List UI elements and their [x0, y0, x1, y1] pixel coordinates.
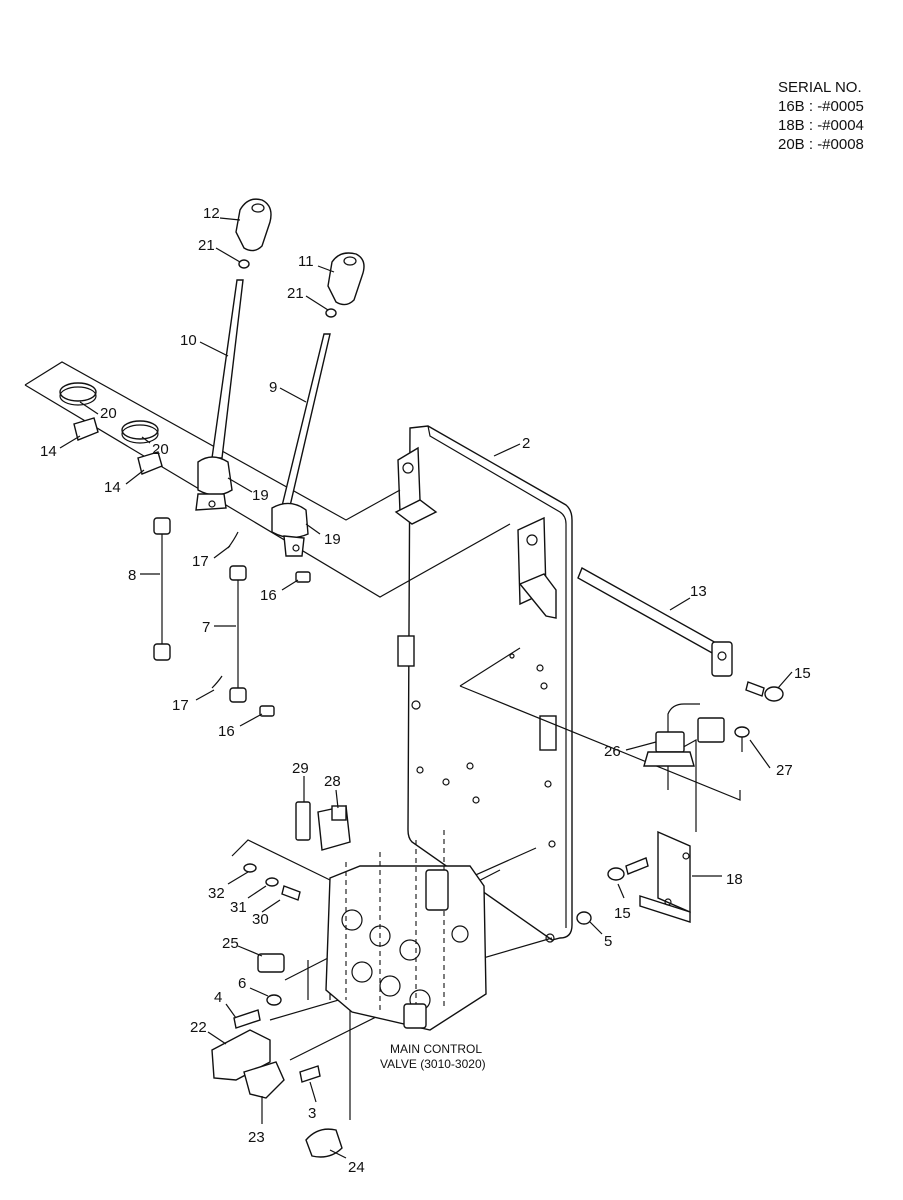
pin-17 — [211, 531, 239, 689]
callout-17: 17 — [172, 697, 189, 714]
lever-knob-11 — [327, 252, 365, 306]
bolt-15-lower — [607, 857, 649, 881]
serial-heading: SERIAL NO. — [778, 79, 862, 96]
callout-4: 4 — [214, 989, 222, 1006]
bolt-16 — [259, 571, 311, 717]
main-control-valve — [325, 830, 487, 1031]
shaft-13 — [577, 567, 733, 677]
callout-numbers: 12 21 11 21 10 9 20 20 14 14 19 19 2 17 … — [40, 205, 811, 1176]
valve-label-line2: VALVE (3010-3020) — [380, 1057, 486, 1071]
callout-25: 25 — [222, 935, 239, 952]
valve-label-line1: MAIN CONTROL — [390, 1042, 482, 1056]
switch-26 — [643, 703, 725, 790]
fittings-22-25 — [211, 953, 343, 1158]
callout-26: 26 — [604, 743, 621, 760]
callout-23: 23 — [248, 1129, 265, 1146]
cap-20 — [59, 382, 159, 444]
serial-number-block: SERIAL NO. 16B : -#0005 18B : -#0004 20B… — [778, 78, 864, 154]
callout-7: 7 — [202, 619, 210, 636]
callout-2: 2 — [522, 435, 530, 452]
callout-29: 29 — [292, 760, 309, 777]
callout-19: 19 — [252, 487, 269, 504]
serial-line-18b: 18B : -#0004 — [778, 117, 864, 134]
callout-14: 14 — [104, 479, 121, 496]
callout-3: 3 — [308, 1105, 316, 1122]
callout-17: 17 — [192, 553, 209, 570]
callout-32: 32 — [208, 885, 225, 902]
callout-19: 19 — [324, 531, 341, 548]
callout-6: 6 — [238, 975, 246, 992]
callout-21: 21 — [287, 285, 304, 302]
callout-16: 16 — [260, 587, 277, 604]
serial-line-20b: 20B : -#0008 — [778, 136, 864, 153]
callout-9: 9 — [269, 379, 277, 396]
callout-11: 11 — [298, 253, 314, 270]
serial-line-16b: 16B : -#0005 — [778, 98, 864, 115]
callout-15: 15 — [794, 665, 811, 682]
lever-10 — [195, 279, 244, 511]
bushing-14 — [73, 417, 163, 475]
callout-18: 18 — [726, 871, 743, 888]
callout-leaders — [59, 217, 793, 1159]
rod-7 — [229, 565, 247, 703]
callout-27: 27 — [776, 762, 793, 779]
bracket-18 — [639, 830, 691, 923]
callout-28: 28 — [324, 773, 341, 790]
callout-14: 14 — [40, 443, 57, 460]
mounting-plate — [394, 425, 573, 943]
bracket-28-29 — [295, 801, 351, 851]
nut-21 — [238, 259, 337, 318]
lever-9 — [271, 333, 331, 557]
callout-22: 22 — [190, 1019, 207, 1036]
callout-31: 31 — [230, 899, 247, 916]
callout-13: 13 — [690, 583, 707, 600]
rod-8 — [153, 517, 171, 661]
callout-5: 5 — [604, 933, 612, 950]
callout-21: 21 — [198, 237, 215, 254]
callout-12: 12 — [203, 205, 220, 222]
nut-5 — [576, 911, 592, 925]
callout-20: 20 — [100, 405, 117, 422]
callout-20: 20 — [152, 441, 169, 458]
lever-knob-12 — [235, 198, 272, 252]
callout-24: 24 — [348, 1159, 365, 1176]
callout-30: 30 — [252, 911, 269, 928]
callout-10: 10 — [180, 332, 197, 349]
screw-27 — [734, 726, 750, 752]
callout-15: 15 — [614, 905, 631, 922]
callout-16: 16 — [218, 723, 235, 740]
washer-bolt-30-32 — [243, 863, 301, 901]
bolt-15-upper — [745, 681, 784, 702]
callout-8: 8 — [128, 567, 136, 584]
